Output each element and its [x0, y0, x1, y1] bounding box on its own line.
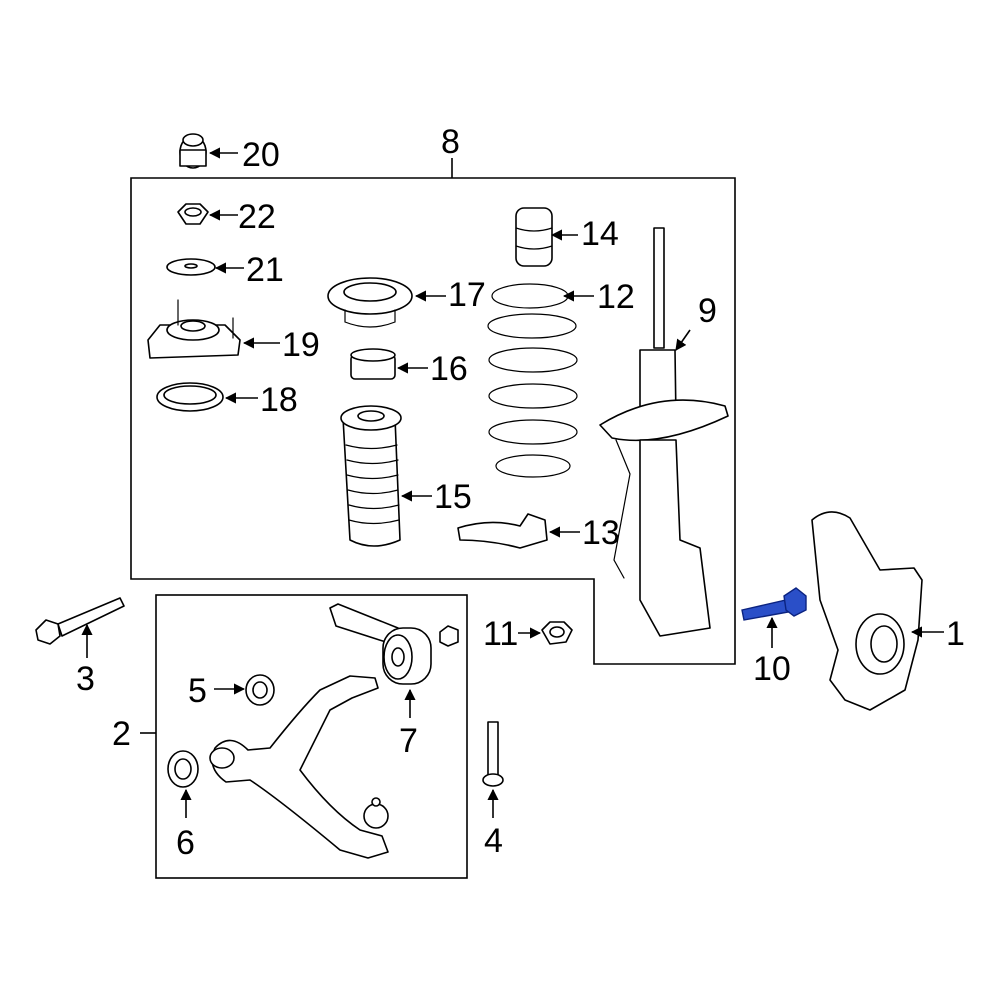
- callout-18: 18: [260, 381, 298, 419]
- part-15-dust-boot[interactable]: [340, 405, 432, 547]
- part-13-spring-insulator[interactable]: [457, 513, 580, 549]
- part-22-hex-nut[interactable]: [177, 203, 238, 225]
- part-20-cap-nut[interactable]: [179, 133, 238, 169]
- part-19-strut-mount[interactable]: [147, 299, 280, 359]
- callout-5: 5: [188, 672, 207, 710]
- callout-8: 8: [441, 123, 460, 161]
- callout-16: 16: [430, 350, 468, 388]
- part-21-washer[interactable]: [166, 258, 244, 276]
- part-10-bolt-highlighted[interactable]: [741, 587, 807, 648]
- callout-4: 4: [484, 822, 503, 860]
- callout-1: 1: [946, 615, 965, 653]
- part-1-steering-knuckle[interactable]: [811, 511, 944, 711]
- callout-17: 17: [448, 276, 486, 314]
- callout-14: 14: [581, 215, 619, 253]
- part-16-bump-stop[interactable]: [350, 348, 428, 380]
- callout-6: 6: [176, 824, 195, 862]
- control-arm-frame: [155, 594, 468, 879]
- part-2-lower-control-arm[interactable]: [209, 675, 389, 859]
- part-3-bolt[interactable]: [35, 597, 125, 658]
- part-6-bushing[interactable]: [167, 750, 199, 818]
- callout-9: 9: [698, 292, 717, 330]
- part-9-strut[interactable]: [599, 227, 729, 637]
- callout-2: 2: [112, 715, 131, 753]
- part-4-bolt[interactable]: [482, 721, 504, 818]
- callout-7: 7: [399, 722, 418, 760]
- part-18-bearing[interactable]: [156, 382, 258, 412]
- part-5-bushing[interactable]: [214, 674, 275, 706]
- part-14-jounce-bumper[interactable]: [515, 207, 578, 267]
- callout-3: 3: [76, 660, 95, 698]
- callout-20: 20: [242, 136, 280, 174]
- callout-21: 21: [246, 251, 284, 289]
- callout-11: 11: [483, 615, 518, 653]
- part-11-nut[interactable]: [518, 621, 573, 645]
- callout-12: 12: [597, 278, 635, 316]
- part-12-coil-spring[interactable]: [487, 283, 594, 478]
- strut-assembly-frame: [130, 177, 736, 665]
- callout-10: 10: [753, 650, 791, 688]
- callout-19: 19: [282, 326, 320, 364]
- callout-22: 22: [238, 198, 276, 236]
- callout-15: 15: [434, 478, 472, 516]
- callout-13: 13: [582, 514, 620, 552]
- part-17-spring-seat[interactable]: [327, 277, 446, 328]
- part-7-bushing[interactable]: [329, 603, 459, 718]
